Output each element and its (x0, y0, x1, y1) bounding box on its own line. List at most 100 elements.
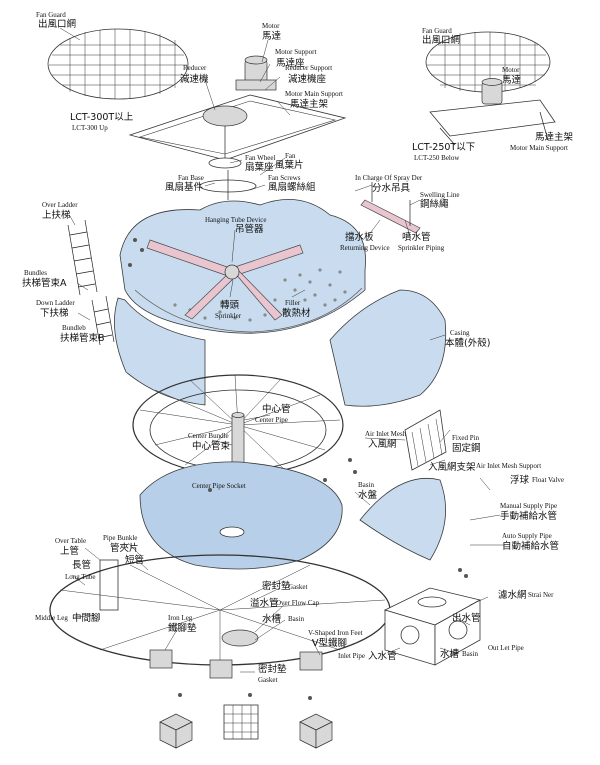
label-fan-guard-left-en: Fan Guard (36, 11, 66, 19)
label-basin-box-en: Basin (462, 650, 478, 658)
label-pipe-bundle-zh: 管夾片 (110, 542, 139, 554)
label-air-inlet-mesh-en: Air Inlet Mesh (365, 430, 407, 438)
cube-middle (223, 704, 259, 740)
label-fan-en: Fan (285, 152, 296, 160)
casing-panels (114, 289, 447, 407)
label-fan-zh: 風葉片 (275, 159, 304, 171)
label-returning-device-zh: 擋水板 (345, 231, 374, 243)
label-sprinkler-piping-en: Sprinkler Piping (398, 244, 445, 252)
label-motor-main-support-right-en: Motor Main Support (510, 144, 568, 152)
label-long-tube-zh: 長管 (72, 559, 91, 571)
air-inlet-mesh (404, 409, 447, 471)
label-inlet-pipe-zh: 入水管 (368, 650, 397, 662)
label-iron-leg-zh: 鐵腳墊 (168, 622, 197, 634)
label-basin-mid-en: Basin (288, 615, 304, 623)
label-filler-en: Filler (285, 299, 301, 307)
label-fan-base-zh: 風扇基件 (165, 181, 204, 193)
label-center-pipe-zh: 中心管 (262, 403, 291, 415)
label-basin-right-en: Basin (358, 481, 374, 489)
label-bundles-b-en: Bundleb (62, 324, 86, 332)
label-basin-box-zh: 水槽 (440, 648, 460, 660)
label-returning-device-en: Returning Device (340, 244, 390, 252)
label-air-inlet-mesh-support-en: Air Inlet Mesh Support (476, 462, 541, 470)
label-fan-guard-right-zh: 出風口網 (422, 34, 460, 46)
label-bundles-a-en: Bundles (24, 269, 47, 277)
label-casing-en: Casing (450, 329, 470, 337)
fan-wheel-hub (208, 157, 242, 169)
motor-assembly-small (429, 78, 556, 146)
bottom-cubes (159, 704, 333, 749)
label-over-ladder-zh: 上扶梯 (42, 209, 71, 221)
label-swelling-line-en: Swelling Line (420, 191, 459, 199)
label-center-bundle-zh: 中心管束 (192, 440, 231, 452)
cube-right (299, 713, 333, 749)
label-lct250-zh: LCT-250T以下 (412, 142, 475, 153)
label-fan-guard-right-en: Fan Guard (422, 27, 452, 35)
label-gasket-bottom-en: Gasket (258, 676, 277, 684)
label-air-inlet-mesh-support-zh: 入風網支架 (428, 461, 476, 473)
sprinkler-arms (146, 239, 304, 321)
label-center-bundle-en: Center Bundle (188, 432, 229, 440)
label-motor-support-en: Motor Support (275, 48, 316, 56)
label-outlet-pipe-zh: 出水管 (452, 612, 481, 624)
label-sprinkler-zh: 轉頭 (220, 299, 240, 311)
label-swelling-line-zh: 鋼絲繩 (420, 198, 449, 210)
label-filler-zh: 散熱材 (282, 307, 311, 319)
motor-assembly-large (128, 55, 347, 169)
sprinkler-piping (360, 182, 421, 234)
label-center-pipe-en: Center Pipe (255, 416, 288, 424)
overflow-cap (221, 629, 259, 647)
label-motor-right-en: Motor (502, 66, 520, 74)
label-gasket-bottom-zh: 密封墊 (258, 663, 287, 675)
label-fixed-pin-en: Fixed Pin (452, 434, 480, 442)
label-inlet-pipe-en: Inlet Pipe (338, 652, 365, 660)
label-bundles-b-zh: 扶梯管束B (60, 332, 105, 344)
label-long-tube-en: Long Tube (65, 573, 96, 581)
label-center-pipe-socket-en: Center Pipe Socket (192, 482, 246, 490)
label-reducer-en: Reducer (183, 64, 207, 72)
cube-left (159, 713, 193, 749)
label-motor-left-zh: 馬達 (262, 30, 282, 42)
basin-bowl (139, 461, 446, 570)
label-gasket-top-zh: 密封墊 (262, 580, 291, 592)
labels: Fan Guard 出風口網 LCT-300T以上 LCT-300 Up Mot… (22, 11, 574, 684)
label-iron-leg-en: Iron Leg (168, 614, 193, 622)
label-hanging-tube-en: Hanging Tube Device (205, 216, 266, 224)
label-spray-der-zh: 分水吊具 (372, 182, 411, 194)
label-manual-supply-en: Manual Supply Pipe (500, 502, 557, 510)
feet-pads (149, 649, 323, 679)
label-reducer-support-zh: 減速機座 (288, 73, 327, 85)
label-air-inlet-mesh-zh: 入風網 (368, 438, 397, 450)
label-gasket-top-en: Gasket (288, 583, 307, 591)
label-fan-base-en: Fan Base (178, 174, 204, 182)
label-reducer-zh: 減速機 (180, 73, 209, 85)
label-outlet-pipe-en: Out Let Pipe (488, 644, 524, 652)
label-casing-zh: 本體(外殼) (445, 337, 490, 349)
label-spray-der-en: In Charge Of Spray Der (355, 174, 423, 182)
label-motor-left-en: Motor (262, 22, 280, 30)
label-motor-main-support-left-en: Motor Main Support (285, 90, 343, 98)
label-down-ladder-zh: 下扶梯 (40, 307, 69, 319)
label-middle-leg-zh: 中間腳 (72, 612, 101, 624)
label-over-flow-cap-zh: 溢水管 (250, 597, 279, 609)
label-basin-mid-zh: 水槽 (262, 613, 282, 625)
reducer-block (202, 105, 248, 127)
label-short-tube-zh: 短管 (125, 554, 144, 566)
label-v-iron-feet-en: V-Shaped Iron Feet (308, 629, 363, 637)
label-strainer-en: Strai Ner (528, 591, 554, 599)
label-over-ladder-en: Over Ladder (42, 201, 78, 209)
down-ladder (91, 295, 115, 346)
label-fan-wheel-en: Fan Wheel (245, 154, 275, 162)
label-float-valve-en: Float Valve (532, 476, 564, 484)
label-bundles-a-zh: 扶梯管束A (22, 277, 67, 289)
label-motor-main-support-left-zh: 馬達主架 (290, 98, 329, 110)
fan-guard-right-grid (425, 31, 551, 93)
label-middle-leg-en: Middle Leg (35, 614, 68, 622)
label-fan-wheel-zh: 扇葉座 (245, 161, 274, 173)
label-sprinkler-en: Sprinkler (215, 312, 242, 320)
label-hanging-tube-zh: 吊管器 (235, 223, 264, 235)
fan-base-assembly (199, 170, 257, 200)
label-float-valve-zh: 浮球 (510, 474, 530, 486)
label-lct300-zh: LCT-300T以上 (70, 112, 134, 123)
label-lct300-en: LCT-300 Up (72, 124, 108, 132)
